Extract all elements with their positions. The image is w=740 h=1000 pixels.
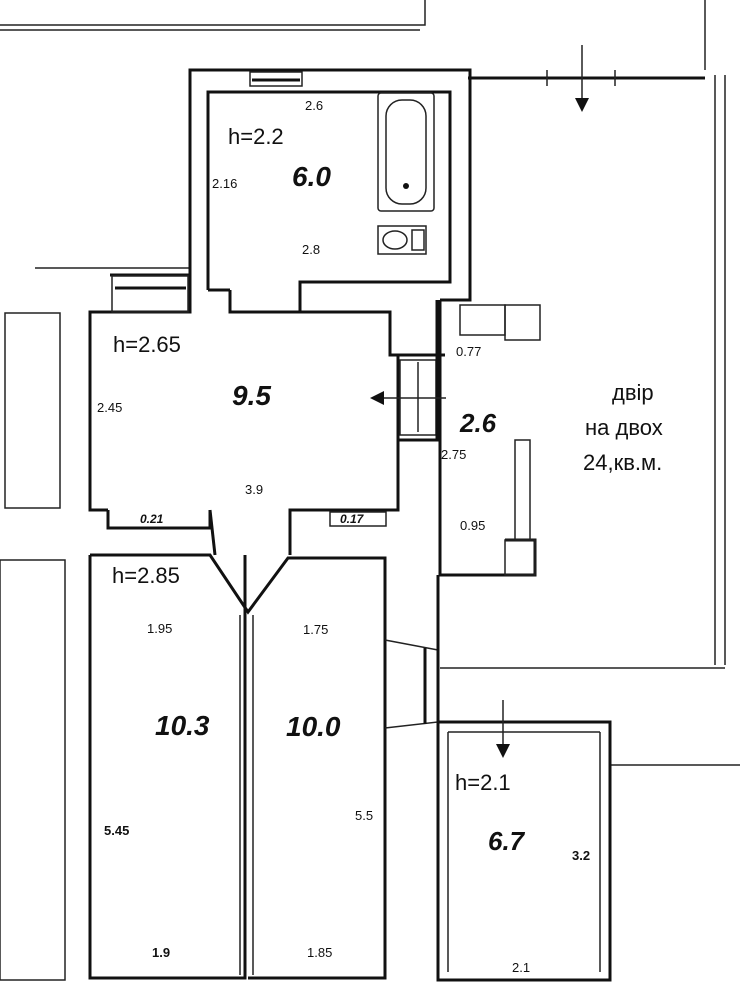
mid-room-bottom-dim: 1.85	[307, 945, 332, 960]
mid-room-top-dim: 1.75	[303, 622, 328, 637]
corridor-bottom-dim: 0.95	[460, 518, 485, 533]
hall-side: 2.45	[97, 400, 122, 415]
sill-left: 0.21	[140, 512, 164, 526]
left-room-top-dim: 1.95	[147, 621, 172, 636]
mid-room-side: 5.5	[355, 808, 373, 823]
small-room-side: 3.2	[572, 848, 590, 863]
left-room-height: h=2.85	[112, 563, 180, 588]
yard-label-line2: на двох	[585, 415, 663, 440]
bathroom-height: h=2.2	[228, 124, 284, 149]
corridor-side: 2.75	[441, 447, 466, 462]
small-room-walls	[436, 720, 612, 982]
yard-label-line3: 24,кв.м.	[583, 450, 662, 475]
corridor-area: 2.6	[459, 408, 497, 438]
toilet	[377, 225, 427, 255]
left-room-side: 5.45	[104, 823, 129, 838]
hall-height: h=2.65	[113, 332, 181, 357]
arrows	[370, 45, 589, 758]
yard-boundary	[468, 70, 705, 86]
left-room-bottom-dim: 1.9	[152, 945, 170, 960]
bedroom-walls	[88, 553, 440, 980]
small-room-area: 6.7	[488, 826, 526, 856]
bathroom-window	[249, 71, 303, 87]
bathroom-width-bottom: 2.8	[302, 242, 320, 257]
small-room-height: h=2.1	[455, 770, 511, 795]
small-room-bottom-dim: 2.1	[512, 960, 530, 975]
corridor-walls	[396, 300, 541, 577]
hall-width: 3.9	[245, 482, 263, 497]
hall-walls	[88, 273, 400, 556]
bathtub	[377, 92, 435, 212]
bathroom-area: 6.0	[292, 161, 331, 192]
corridor-top-dim: 0.77	[456, 344, 481, 359]
bathroom-side: 2.16	[212, 176, 237, 191]
bathroom-walls	[188, 68, 472, 357]
sill-right: 0.17	[340, 512, 365, 526]
hall-area: 9.5	[232, 380, 271, 411]
mid-room-area: 10.0	[286, 711, 341, 742]
hall-window	[111, 275, 189, 313]
bathroom-width-top: 2.6	[305, 98, 323, 113]
left-room-area: 10.3	[155, 710, 210, 741]
yard-label-line1: двір	[612, 380, 654, 405]
